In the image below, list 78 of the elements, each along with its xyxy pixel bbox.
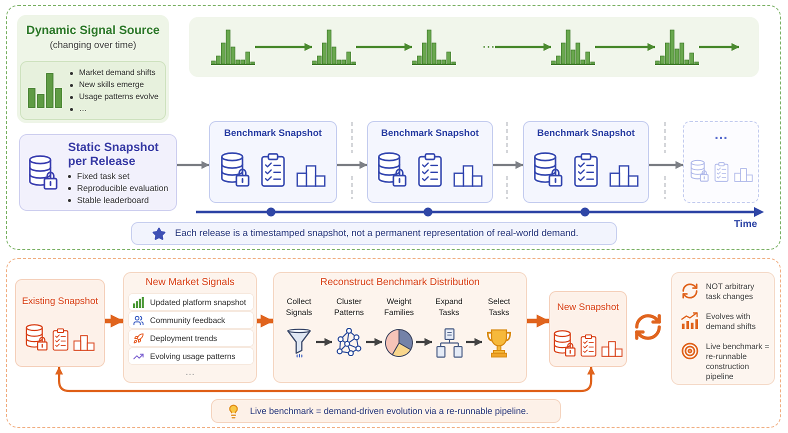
step-label: Expand Tasks [434, 296, 464, 318]
row-text: Community feedback [150, 316, 226, 324]
card-title: Static Snapshot per Release [68, 140, 160, 168]
note-text: Each release is a timestamped snapshot, not a permanent representation of real-world demand. [175, 228, 578, 239]
arrow [177, 161, 210, 169]
signals-panel [123, 272, 257, 383]
histogram-icon [551, 29, 595, 65]
snapshot-card [15, 279, 105, 367]
card-title: Benchmark Snapshot [537, 128, 635, 140]
card-title: Existing Snapshot [22, 296, 98, 308]
bullet-text: Stable leaderboard [77, 194, 149, 206]
row-text: Updated platform snapshot [150, 298, 246, 306]
bullet-text: Market demand shifts [79, 67, 156, 79]
snapshot-card [367, 121, 493, 203]
bullet-text: Usage patterns evolve [79, 91, 159, 103]
arrow [105, 314, 124, 328]
dashed-frame [6, 5, 781, 250]
card-title: … [714, 127, 728, 141]
snapshot-card [209, 121, 337, 203]
dashed-frame [6, 258, 781, 428]
arrow [527, 314, 550, 328]
principle-text: NOT arbitrary task changes [706, 282, 756, 302]
step-label: Select Tasks [486, 296, 512, 318]
arrow [55, 366, 596, 392]
snapshot-card [523, 121, 649, 203]
step-label: Cluster Patterns [333, 296, 365, 318]
panel-subtitle: (changing over time) [50, 40, 136, 52]
step-label: Weight Families [383, 296, 415, 318]
histogram-icon [412, 29, 456, 65]
snapshot-card [549, 291, 627, 367]
note-banner [131, 222, 617, 245]
arrow [337, 161, 368, 169]
panel-title: Dynamic Signal Source [26, 23, 160, 38]
bullet-text: Reproducible evaluation [77, 182, 168, 194]
signal-row [129, 312, 253, 328]
arrow [466, 338, 482, 346]
histogram-icon [211, 29, 255, 65]
arrow [356, 43, 412, 51]
bullet-text: New skills emerge [79, 79, 144, 91]
principles-panel [671, 272, 775, 385]
ellipsis: ⋯ [482, 37, 495, 57]
signal-row [129, 330, 253, 346]
note-text: Live benchmark = demand-driven evolution via a re-runnable pipeline. [250, 406, 528, 416]
principle-text: Evolves with demand shifts [706, 312, 757, 332]
signal-row [129, 294, 253, 310]
arrow [255, 43, 312, 51]
histogram-icon [312, 29, 356, 65]
arrow [595, 43, 656, 51]
histogram-strip [189, 17, 759, 77]
source-panel [17, 15, 169, 123]
arrow [366, 338, 382, 346]
principle-text: Live benchmark = re-runnable construction pipeline [706, 342, 770, 382]
bullet-text: … [79, 103, 87, 115]
arrow [316, 338, 332, 346]
arrow [495, 43, 552, 51]
signal-row [129, 348, 253, 364]
bullet-text: Fixed task set [77, 170, 130, 182]
signal-list-card [20, 61, 166, 120]
row-text: Evolving usage patterns [150, 352, 236, 360]
placeholder-card [683, 121, 759, 203]
card-title: Benchmark Snapshot [224, 128, 322, 140]
note-banner [211, 399, 561, 423]
step-label: Collect Signals [284, 296, 314, 318]
snapshot-card [19, 134, 177, 211]
arrow [416, 338, 432, 346]
ellipsis: … [185, 368, 195, 378]
arrow [649, 161, 684, 169]
row-text: Deployment trends [150, 334, 218, 342]
pipeline-panel [273, 272, 527, 383]
panel-title: Reconstruct Benchmark Distribution [320, 277, 480, 289]
axis-label: Time [734, 219, 758, 230]
card-title: New Snapshot [557, 302, 619, 314]
arrow [257, 314, 274, 328]
arrow [493, 161, 524, 169]
arrow [699, 43, 740, 51]
panel-title: New Market Signals [146, 277, 234, 289]
card-title: Benchmark Snapshot [381, 128, 479, 140]
histogram-icon [655, 29, 699, 65]
